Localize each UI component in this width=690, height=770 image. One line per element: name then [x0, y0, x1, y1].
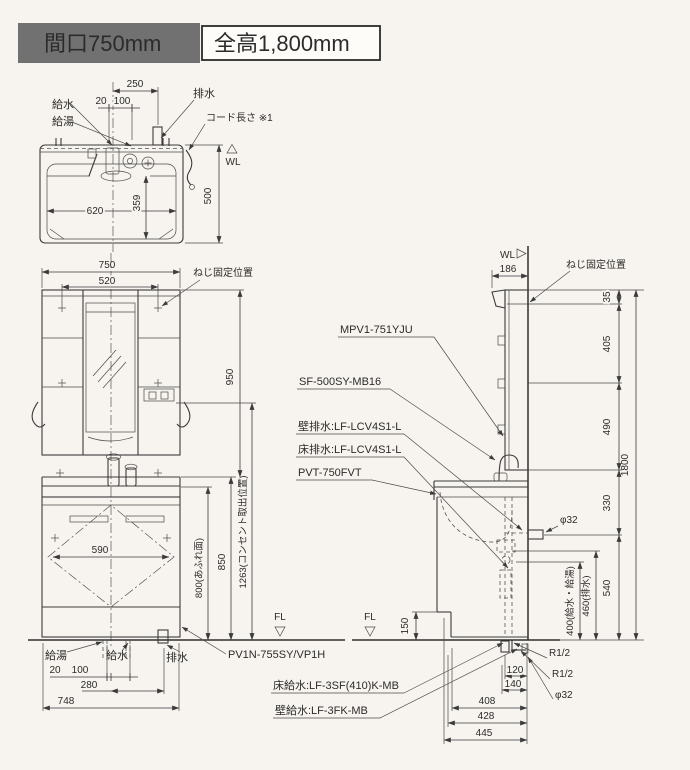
- side-phi32-lower-label: φ32: [555, 690, 573, 701]
- plan-dim-20: 20: [95, 96, 107, 107]
- side-fl-marker: FL: [364, 612, 376, 637]
- side-dim-1800: 1800: [620, 453, 631, 476]
- side-dim-150: 150: [400, 617, 411, 634]
- front-dim-20: 20: [49, 665, 61, 676]
- side-dim-186: 186: [500, 264, 517, 275]
- part-floor-supply-label: 床給水:LF-3SF(410)K-MB: [273, 678, 399, 692]
- plan-drain-label: 排水: [193, 86, 215, 100]
- side-dim-120: 120: [507, 665, 524, 676]
- side-fl-label: FL: [364, 612, 376, 623]
- side-dim-460: 460(排水): [580, 575, 592, 616]
- plan-water-supply-label: 給水: [52, 97, 74, 111]
- plan-dim-250: 250: [127, 79, 144, 90]
- plan-dim-100: 100: [114, 96, 131, 107]
- side-dim-540: 540: [602, 579, 613, 596]
- side-wall-drain-stub: [527, 529, 544, 540]
- part-floor-drain-label: 床排水:LF-LCV4S1-L: [298, 442, 401, 456]
- front-dim-100: 100: [72, 665, 89, 676]
- front-view: 750 520 950 850 800(あふれ面) 1263(コンセント取出位置…: [28, 253, 345, 711]
- front-dim-590: 590: [92, 545, 109, 556]
- side-wl-marker: WL: [500, 248, 527, 261]
- width-badge-label: 間口750mm: [44, 31, 161, 56]
- side-mirror-cabinet: [491, 289, 529, 471]
- front-dimensions: 750 520 950 850 800(あふれ面) 1263(コンセント取出位置…: [41, 260, 256, 711]
- front-base-cabinet: [41, 496, 181, 638]
- header: 間口750mm 全高1,800mm: [18, 23, 381, 63]
- side-base-cabinet: [436, 496, 528, 638]
- side-dim-408: 408: [479, 696, 496, 707]
- front-drain-label: 排水: [166, 650, 188, 664]
- side-dim-400: 400(給水・給湯): [564, 566, 576, 636]
- side-piping: [496, 497, 544, 654]
- front-dim-850: 850: [217, 553, 228, 570]
- plan-counter-outline: [39, 144, 184, 244]
- side-dim-140: 140: [505, 679, 522, 690]
- side-dim-35: 35: [602, 291, 613, 303]
- side-dim-405: 405: [602, 335, 613, 352]
- front-mirror-cabinet: [31, 289, 191, 477]
- side-counter: [433, 454, 528, 543]
- front-dim-750: 750: [99, 260, 116, 271]
- front-model-label: PV1N-755SY/VP1H: [228, 649, 325, 661]
- front-faucet: [107, 457, 120, 487]
- front-door-handle-right: [125, 515, 165, 523]
- side-r12-upper-label: R1/2: [549, 648, 571, 659]
- front-hot-water-label: 給湯: [45, 648, 67, 662]
- side-basin-profile: [439, 491, 513, 543]
- front-outlet: [143, 388, 175, 402]
- plan-dim-500: 500: [203, 187, 214, 204]
- plan-hot-water-label: 給湯: [52, 114, 74, 128]
- part-wall-drain-label: 壁排水:LF-LCV4S1-L: [298, 419, 401, 433]
- front-towel-hook-right: [176, 401, 191, 428]
- side-dim-428: 428: [478, 711, 495, 722]
- front-fl-label: FL: [274, 612, 286, 623]
- side-r12-lower-label: R1/2: [552, 669, 574, 680]
- front-water-supply-label: 給水: [106, 648, 128, 662]
- side-dimensions: 35 405 490 330 540 1800 400(給水・給湯) 460(排…: [400, 289, 644, 744]
- plan-cord-length-label: コード長さ ※1: [206, 112, 273, 124]
- plan-power-cord: [185, 149, 193, 186]
- part-mirror-cabinet-label: MPV1-751YJU: [340, 324, 413, 336]
- plan-drain-stub: [152, 126, 163, 146]
- part-counter-label: PVT-750FVT: [298, 467, 362, 479]
- height-badge: [201, 25, 381, 61]
- front-towel-hook-left: [31, 401, 46, 428]
- front-dim-1263: 1263(コンセント取出位置): [237, 476, 249, 589]
- plan-dim-359: 359: [132, 194, 143, 211]
- front-light-fixture: [87, 436, 134, 442]
- front-door-handle-left: [69, 515, 109, 523]
- height-badge-label: 全高1,800mm: [214, 31, 350, 56]
- front-drain-stub: [157, 629, 169, 644]
- side-wl-label: WL: [500, 250, 515, 261]
- front-dim-520: 520: [99, 276, 116, 287]
- front-dim-748: 748: [58, 696, 75, 707]
- front-screw-marks: [56, 304, 162, 477]
- plan-dim-620: 620: [87, 206, 104, 217]
- side-screw-position-label: ねじ固定位置: [566, 258, 626, 271]
- plan-basin-bowl: [46, 163, 177, 240]
- plan-faucet: [87, 147, 155, 182]
- part-faucet-label: SF-500SY-MB16: [299, 376, 381, 388]
- front-dim-280: 280: [81, 680, 98, 691]
- front-dim-800: 800(あふれ面): [194, 538, 205, 598]
- side-dim-330: 330: [602, 494, 613, 511]
- front-screw-position-label: ねじ固定位置: [193, 266, 253, 279]
- side-dim-490: 490: [602, 418, 613, 435]
- front-dim-950: 950: [225, 368, 236, 385]
- plan-view: 250 20 100 620 359 500 給水 給湯 排水 コード長さ ※1: [39, 79, 273, 252]
- side-view: WL ねじ固定位置 186: [352, 246, 644, 744]
- plan-wl-label: WL: [226, 157, 241, 168]
- side-crown: [491, 289, 506, 309]
- side-faucet: [498, 454, 519, 482]
- plan-wl-marker: WL: [226, 143, 241, 168]
- front-fl-marker: FL: [274, 612, 286, 637]
- width-badge: [18, 23, 200, 63]
- part-wall-supply-label: 壁給水:LF-3FK-MB: [275, 703, 368, 717]
- side-dim-445: 445: [476, 728, 493, 739]
- front-mirror: [85, 302, 136, 433]
- side-phi32-upper-label: φ32: [560, 515, 578, 526]
- part-callouts: MPV1-751YJU SF-500SY-MB16 壁排水:LF-LCV4S1-…: [271, 324, 523, 719]
